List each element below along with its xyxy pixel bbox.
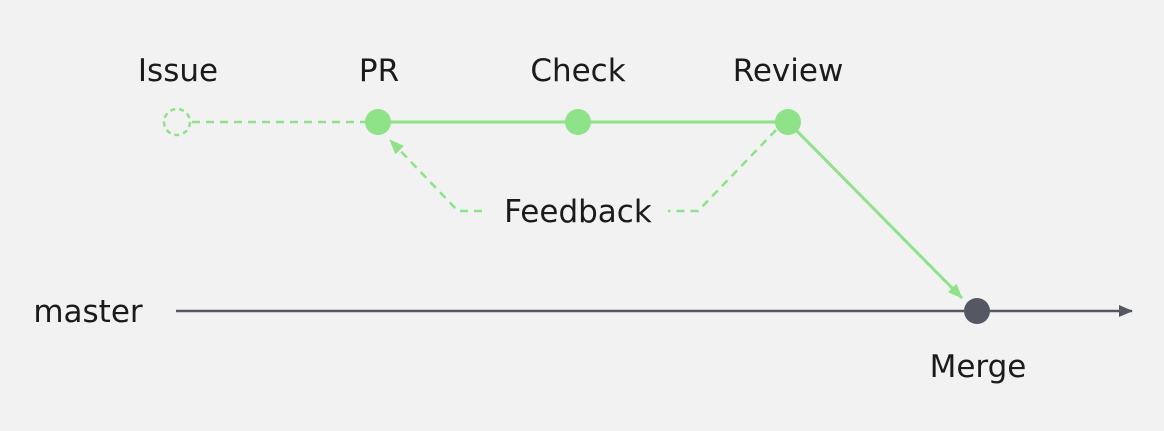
review-node <box>775 109 801 135</box>
check-label: Check <box>530 53 625 89</box>
pr-node <box>365 109 391 135</box>
review-label: Review <box>733 53 844 89</box>
issue-label: Issue <box>138 53 218 89</box>
feedback-dashed-arrow <box>389 139 482 213</box>
master-label: master <box>33 294 143 330</box>
feedback-dashed-path-review <box>668 129 777 213</box>
pr-label: PR <box>359 53 399 89</box>
merge-label: Merge <box>930 349 1027 385</box>
merge-node <box>964 298 990 324</box>
check-node <box>565 109 591 135</box>
feedback-label: Feedback <box>504 194 652 230</box>
merge-arrow-line <box>786 120 964 300</box>
issue-node <box>162 107 192 137</box>
